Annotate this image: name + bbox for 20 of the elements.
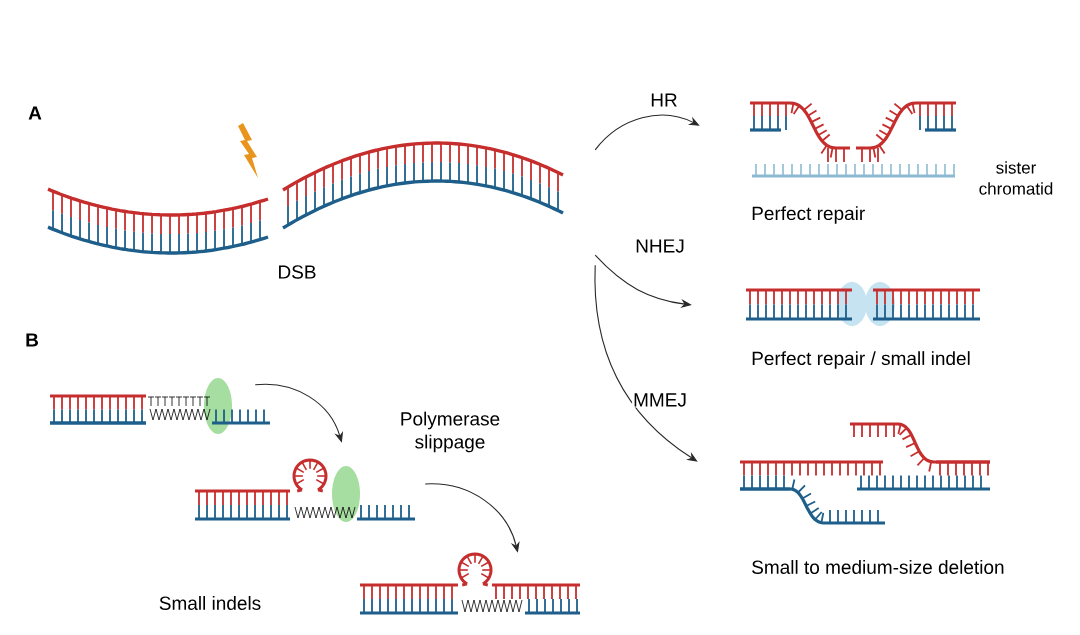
node-label: Perfect repair — [752, 206, 865, 224]
arrow — [594, 264, 698, 462]
panel-letter: A — [28, 106, 42, 120]
arrow — [594, 114, 700, 151]
dna-drawing — [195, 458, 415, 522]
node-label: sister chromatid — [979, 161, 1053, 195]
dna-drawing — [50, 378, 270, 434]
node-label: Perfect repair / small indel — [752, 351, 970, 369]
edge-label: HR — [649, 92, 679, 108]
dna-drawing — [740, 422, 990, 525]
dna-drawing — [360, 552, 580, 615]
node-label: DSB — [279, 265, 316, 279]
edge-label: MMEJ — [632, 392, 688, 408]
edge-label: NHEJ — [634, 238, 686, 254]
dna-drawing — [746, 282, 980, 326]
panel-letter: B — [26, 333, 38, 347]
panel-caption: Small indels — [159, 596, 261, 610]
step-label: Polymerase slippage — [401, 411, 500, 453]
dna-drawing — [750, 101, 956, 178]
node-label: Small to medium-size deletion — [752, 560, 1004, 574]
